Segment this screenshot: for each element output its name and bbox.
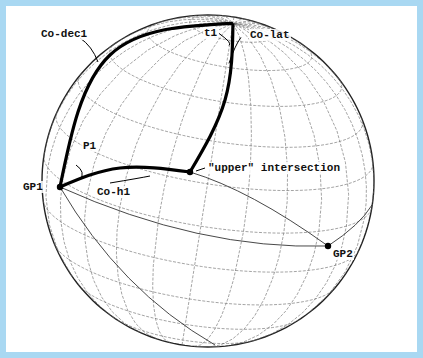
diagram-label: Co-dec1 bbox=[40, 28, 88, 40]
diagram-label: P1 bbox=[82, 140, 97, 152]
diagram-label: GP1 bbox=[22, 181, 44, 193]
leader-line bbox=[196, 168, 205, 171]
triangle-side bbox=[190, 23, 233, 172]
circle-of-position bbox=[60, 187, 215, 345]
leader-line bbox=[229, 37, 241, 63]
position-dot bbox=[187, 169, 193, 175]
diagram-label: Co-h1 bbox=[96, 186, 131, 198]
leader-line bbox=[219, 33, 230, 45]
leader-line bbox=[110, 176, 150, 183]
position-dot bbox=[325, 243, 331, 249]
graticule bbox=[43, 15, 374, 347]
circle-of-position bbox=[60, 187, 328, 246]
diagram-label: "upper" intersection bbox=[207, 162, 341, 174]
diagram-label: GP2 bbox=[332, 248, 354, 260]
globe-outline bbox=[42, 15, 374, 347]
leader-line bbox=[80, 38, 98, 62]
position-dot bbox=[57, 184, 63, 190]
diagram-label: Co-lat bbox=[249, 29, 291, 41]
diagram-label: t1 bbox=[203, 27, 218, 39]
circle-of-position bbox=[190, 172, 328, 246]
leader-line bbox=[76, 165, 82, 180]
triangle-side bbox=[60, 167, 190, 187]
circle-of-position bbox=[328, 205, 372, 246]
